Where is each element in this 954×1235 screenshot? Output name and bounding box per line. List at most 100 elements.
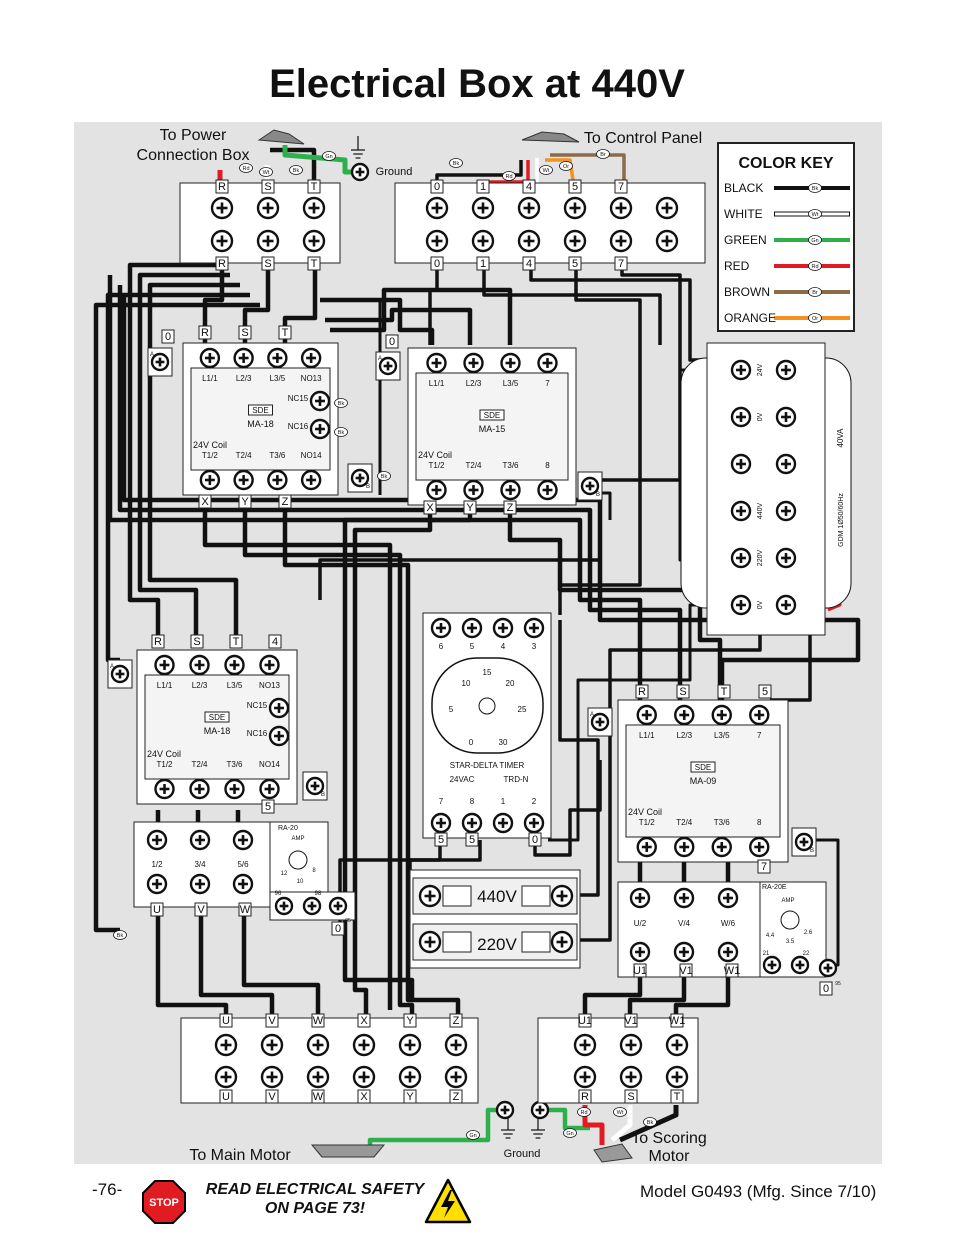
color-key-badge <box>808 313 822 323</box>
terminal-tag <box>465 832 479 847</box>
color-key-item-label: GREEN <box>724 233 767 247</box>
voltage-jumper <box>442 885 472 907</box>
contactor-input-label: S <box>241 327 248 339</box>
color-key-title: COLOR KEY <box>738 155 833 172</box>
wire-badge-green <box>322 151 336 161</box>
terminal-tag <box>403 1013 417 1028</box>
screw-terminal-icon <box>775 406 797 428</box>
screw-terminal-icon <box>500 352 521 374</box>
terminal-tag <box>578 1089 592 1104</box>
screw-terminal-icon <box>302 896 322 916</box>
screw-terminal-icon <box>302 229 326 253</box>
timer-name: STAR-DELTA TIMER <box>450 761 525 770</box>
main-motor-bottom-label: X <box>360 1091 368 1103</box>
contactor-output-label: X <box>201 496 209 508</box>
contactor-terminal-label: L1/1 <box>639 731 655 740</box>
terminal-tag <box>238 902 252 917</box>
terminal-tag <box>215 179 229 194</box>
terminal-tag <box>614 256 628 271</box>
terminal-tag <box>430 179 444 194</box>
wire-ground-green <box>282 145 360 175</box>
wire-r-branch <box>127 262 222 648</box>
contactor-terminal-label: 7 <box>545 379 550 388</box>
timer-foot-label: 5 <box>469 834 475 846</box>
terminal-tag <box>385 334 399 349</box>
wire-color-code: Rd <box>811 264 818 270</box>
timer-foot-label: 0 <box>532 834 538 846</box>
voltage-jumper <box>521 931 551 953</box>
terminal-tag <box>151 634 165 649</box>
contactor-input-label: R <box>201 327 209 339</box>
overload-output-label: V <box>197 904 205 916</box>
scoring-bottom-label: R <box>581 1091 589 1103</box>
overload-col-label: W/6 <box>721 919 736 928</box>
screw-terminal-icon <box>563 196 587 220</box>
contactor-coil: 24V Coil <box>418 450 452 460</box>
timer-terminal-label: 8 <box>470 797 475 806</box>
screw-terminal-icon <box>300 347 322 369</box>
wire-color-code: Wt <box>617 1110 624 1116</box>
color-key-item-label: WHITE <box>724 207 763 221</box>
contactor-model: MA-18 <box>247 419 274 429</box>
main-motor-bottom-label: Z <box>453 1091 460 1103</box>
wire-badge-green <box>563 1128 577 1138</box>
overload-scale: 4.4 <box>766 933 775 939</box>
screw-terminal-icon <box>256 196 280 220</box>
wire-color-code: Or <box>563 164 569 170</box>
scoring-top-label: V1 <box>624 1015 637 1027</box>
main-motor-top-label: W <box>313 1015 324 1027</box>
screw-terminal-icon <box>224 654 245 676</box>
wire-u <box>155 905 229 1020</box>
terminal-tag <box>624 1013 638 1028</box>
wire-w <box>241 905 321 1020</box>
timer-dial-number: 20 <box>506 679 515 688</box>
main-motor-top-label: U <box>222 1015 230 1027</box>
terminal-tag <box>725 963 739 978</box>
terminal-tag <box>238 494 252 509</box>
screw-terminal-icon <box>749 836 770 858</box>
contactor-input-label: T <box>721 686 728 698</box>
screw-terminal-icon <box>444 1033 468 1057</box>
contactor-model: MA-18 <box>204 726 231 736</box>
terminal-tag <box>676 684 690 699</box>
screw-terminal-icon <box>730 359 752 381</box>
screw-terminal-icon <box>550 930 574 954</box>
transformer-model: GDM 1Ø50/60Hz <box>838 493 845 547</box>
screw-terminal-icon <box>302 196 326 220</box>
screw-terminal-icon <box>619 1033 643 1057</box>
overload-amp: AMP <box>781 898 794 904</box>
screw-terminal-icon <box>259 654 280 676</box>
screw-terminal-icon <box>730 547 752 569</box>
control-terminal-bottom-label: 4 <box>526 258 532 270</box>
screw-terminal-icon <box>189 778 210 800</box>
screw-terminal-icon <box>214 1065 238 1089</box>
safety-line1: READ ELECTRICAL SAFETY <box>205 1181 425 1198</box>
wire-color-code: Wt <box>812 212 819 218</box>
wire-color-code: Wt <box>543 168 550 174</box>
transformer-tap-label: 440V <box>757 503 764 520</box>
scoring-terminal-block <box>537 1017 699 1104</box>
control-terminal-top-label: 1 <box>480 181 486 193</box>
terminal-tag <box>717 684 731 699</box>
screw-terminal-icon <box>609 196 633 220</box>
contactor-terminal-label: L2/3 <box>466 379 482 388</box>
terminal-tag <box>238 325 252 340</box>
terminal-tag <box>198 325 212 340</box>
timer-model: TRD-N <box>504 775 529 784</box>
contactor-terminal-label: T2/4 <box>465 461 482 470</box>
wire-7 <box>318 243 682 600</box>
screw-terminal-icon <box>309 390 331 412</box>
overload-amp: AMP <box>291 836 304 842</box>
nc-contact-label: NC16 <box>247 729 268 738</box>
nc-contact-label: NC15 <box>288 394 309 403</box>
terminal-tag <box>476 179 490 194</box>
aux-a-label: A <box>150 352 154 358</box>
voltage-220-label: 220V <box>477 935 517 954</box>
main-motor-top-label: V <box>268 1015 276 1027</box>
color-key-badge <box>808 235 822 245</box>
terminal-tag <box>198 494 212 509</box>
contactor-terminal-label: L3/5 <box>270 374 286 383</box>
overload-aux-label: 95 <box>345 918 351 924</box>
contactor-output-label: Z <box>507 502 514 514</box>
